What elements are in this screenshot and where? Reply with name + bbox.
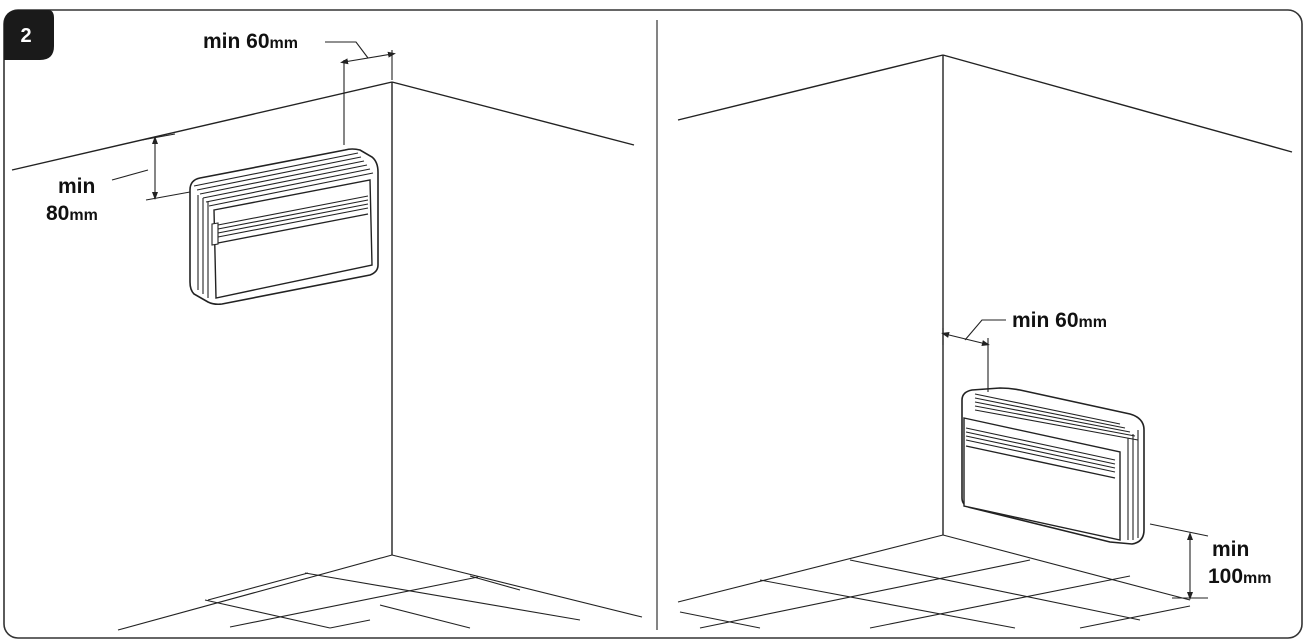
left-top-clearance-dimension: min 60mm — [203, 30, 396, 145]
right-room-lines — [677, 54, 1293, 603]
right-side-clearance-dimension: min 60mm — [941, 309, 1107, 392]
right-side-clearance-value: min 60mm — [1012, 309, 1107, 332]
left-side-clearance-dimension: min 80mm — [46, 133, 191, 225]
figure-number: 2 — [20, 25, 31, 47]
left-top-clearance-value: min 60mm — [203, 30, 298, 53]
figure-frame — [3, 9, 1303, 639]
left-panel: min 60mm min 80mm — [11, 30, 643, 631]
figure-number-badge: 2 — [4, 10, 54, 60]
left-side-clearance-value: 80mm — [46, 202, 98, 225]
right-air-conditioner — [961, 387, 1145, 545]
right-floor-tiles — [679, 559, 1191, 629]
right-floor-clearance-dimension: min 100mm — [1149, 523, 1272, 600]
right-panel: min 60mm min 100mm — [677, 54, 1293, 629]
left-room-lines — [11, 81, 643, 631]
left-side-clearance-line1: min — [58, 175, 95, 198]
right-floor-clearance-value: 100mm — [1208, 565, 1272, 588]
right-floor-clearance-line1: min — [1212, 538, 1249, 561]
left-floor-tiles — [204, 572, 581, 629]
left-air-conditioner — [189, 148, 379, 306]
